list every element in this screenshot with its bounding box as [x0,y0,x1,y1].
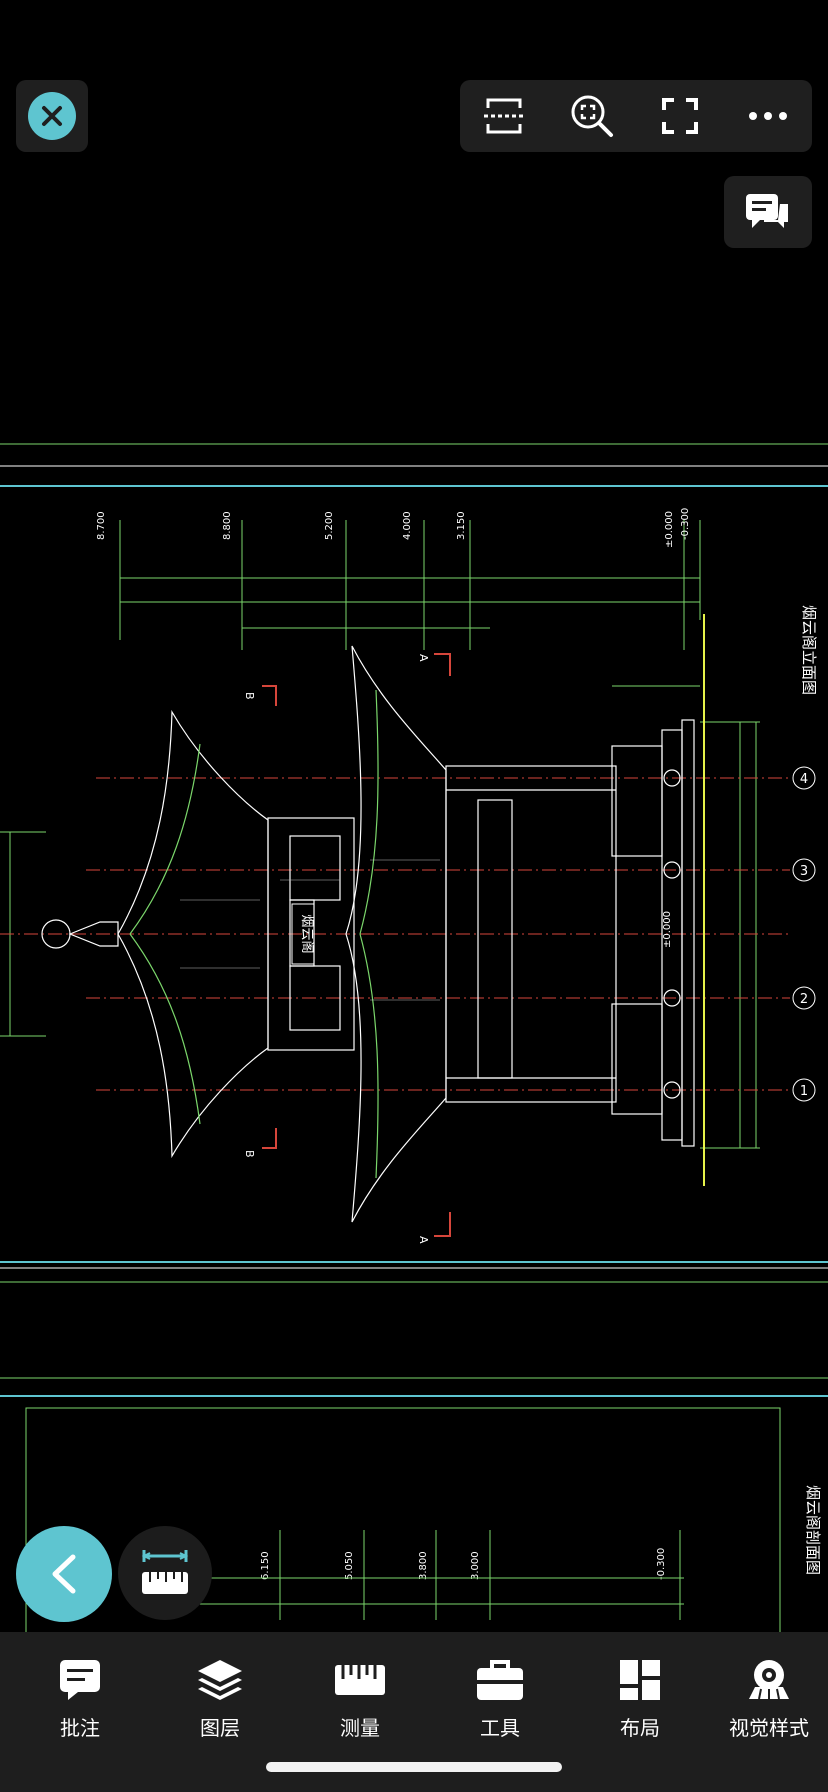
section-dimension-lines [150,1530,684,1620]
roof-ribs [180,859,440,1001]
lower-level-1: 6.150 [260,1551,271,1580]
comment-button[interactable] [724,176,812,248]
svg-text:烟云阁: 烟云阁 [299,914,314,953]
fullscreen-icon [662,98,698,134]
nav-annotation[interactable]: 批注 [11,1632,149,1752]
zoom-search-icon [571,95,613,137]
signboard: 烟云阁 [291,903,315,965]
level-mark-4: 4.000 [402,511,413,540]
roof-tiles [129,689,379,1179]
close-button[interactable] [16,80,88,152]
split-screen-button[interactable] [474,86,534,146]
section-mark-b-top: B [243,692,256,700]
split-screen-icon [484,98,524,134]
ruler-icon [330,1656,390,1704]
lower-level-3: 3.800 [418,1551,429,1580]
lower-level-5: -0.300 [656,1548,667,1580]
section-title: 烟云阁剖面图 [804,1485,822,1575]
frame-lines [0,443,828,1649]
level-mark-7: -0.300 [680,508,691,540]
back-fab-button[interactable] [16,1526,112,1622]
section-mark-b-bottom: B [243,1150,256,1158]
elevation-title: 烟云阁立面图 [800,605,818,695]
axis-label-2: 2 [800,992,808,1007]
fullscreen-button[interactable] [650,86,710,146]
section-marks [262,653,451,1237]
nav-measure-label: 测量 [340,1716,380,1740]
axis-label-3: 3 [800,864,808,879]
axis-lines [0,777,790,1091]
level-mark-2: 8.800 [222,511,233,540]
more-icon [749,112,787,120]
chevron-left-icon [52,1554,76,1594]
axis-label-4: 4 [800,772,808,787]
level-mark-1: 8.700 [96,511,107,540]
top-toolbar [460,80,812,152]
lower-level-4: 3.000 [470,1551,481,1580]
level-mark-5: 3.150 [456,511,467,540]
layout-grid-icon [610,1656,670,1704]
visual-style-icon [739,1656,799,1704]
axis-label-1: 1 [800,1084,808,1099]
nav-visual-style[interactable]: 视觉样式 [711,1632,827,1752]
nav-tools-label: 工具 [480,1716,520,1740]
comment-bubbles-icon [746,194,788,228]
nav-annotation-label: 批注 [60,1716,100,1740]
nav-layers-label: 图层 [200,1716,240,1740]
level-mark-3: 5.200 [324,511,335,540]
more-button[interactable] [738,86,798,146]
nav-visual-style-label: 视觉样式 [729,1716,809,1740]
ruler-measure-icon [141,1550,189,1594]
home-indicator[interactable] [266,1762,562,1772]
nav-layout-label: 布局 [620,1716,660,1740]
section-mark-a-top: A [417,654,430,662]
toolbox-icon [470,1656,530,1704]
pavilion-elevation [41,645,695,1223]
center-level: ±0.000 [662,911,673,948]
nav-layout[interactable]: 布局 [571,1632,709,1752]
dimension-lines [0,520,760,1149]
grid-axis-bubbles [792,766,816,1102]
nav-measure[interactable]: 测量 [291,1632,429,1752]
nav-layers[interactable]: 图层 [151,1632,289,1752]
section-mark-a-bottom: A [417,1236,430,1244]
lower-level-2: 5.050 [344,1551,355,1580]
quick-measure-button[interactable] [118,1526,212,1620]
close-icon [28,92,76,140]
zoom-search-button[interactable] [562,86,622,146]
nav-tools[interactable]: 工具 [431,1632,569,1752]
level-mark-6: ±0.000 [664,511,675,548]
annotation-icon [50,1656,110,1704]
layers-icon [190,1656,250,1704]
